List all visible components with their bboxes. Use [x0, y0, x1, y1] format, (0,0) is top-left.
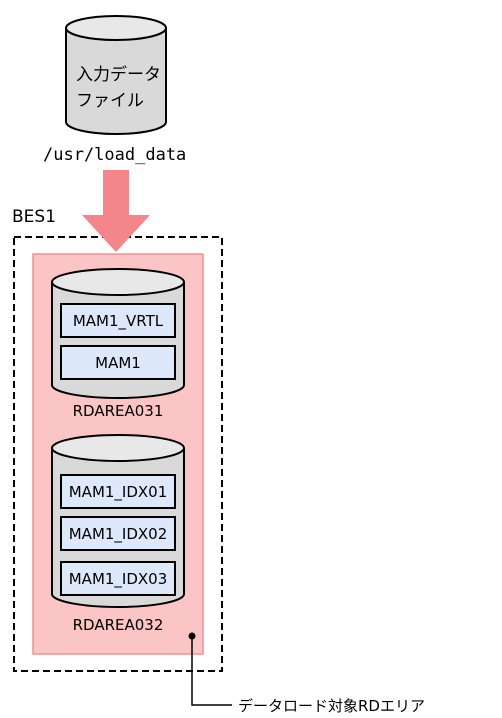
- table-box: [60, 345, 176, 380]
- input-file-label-line1: 入力データ: [76, 64, 161, 85]
- backend-name: BES1: [12, 207, 56, 227]
- input-file-cylinder: 入力データ ファイル: [65, 15, 167, 135]
- table-name: MAM1_IDX02: [69, 525, 168, 544]
- target-area-callout-label: データロード対象RDエリア: [238, 697, 425, 715]
- rdarea-name: RDAREA031: [73, 402, 164, 420]
- table-name: MAM1: [95, 354, 141, 372]
- input-file-path: /usr/load_data: [43, 145, 186, 165]
- table-name: MAM1_IDX03: [69, 570, 168, 589]
- table-box: [60, 561, 176, 596]
- table-name: MAM1_VRTL: [73, 312, 164, 331]
- table-box: [60, 516, 176, 551]
- table-name: MAM1_IDX01: [69, 483, 168, 502]
- rdarea-cylinder: MAM1_IDX01 MAM1_IDX02 MAM1_IDX03: [51, 434, 185, 608]
- table-box: [60, 474, 176, 509]
- rdarea-name: RDAREA032: [73, 616, 164, 634]
- load-arrow: [82, 170, 150, 252]
- input-file-label-line2: ファイル: [76, 91, 144, 111]
- table-box: [60, 303, 176, 338]
- callout-leader-line: [191, 636, 232, 706]
- rdarea-cylinder: MAM1_VRTL MAM1: [51, 268, 185, 399]
